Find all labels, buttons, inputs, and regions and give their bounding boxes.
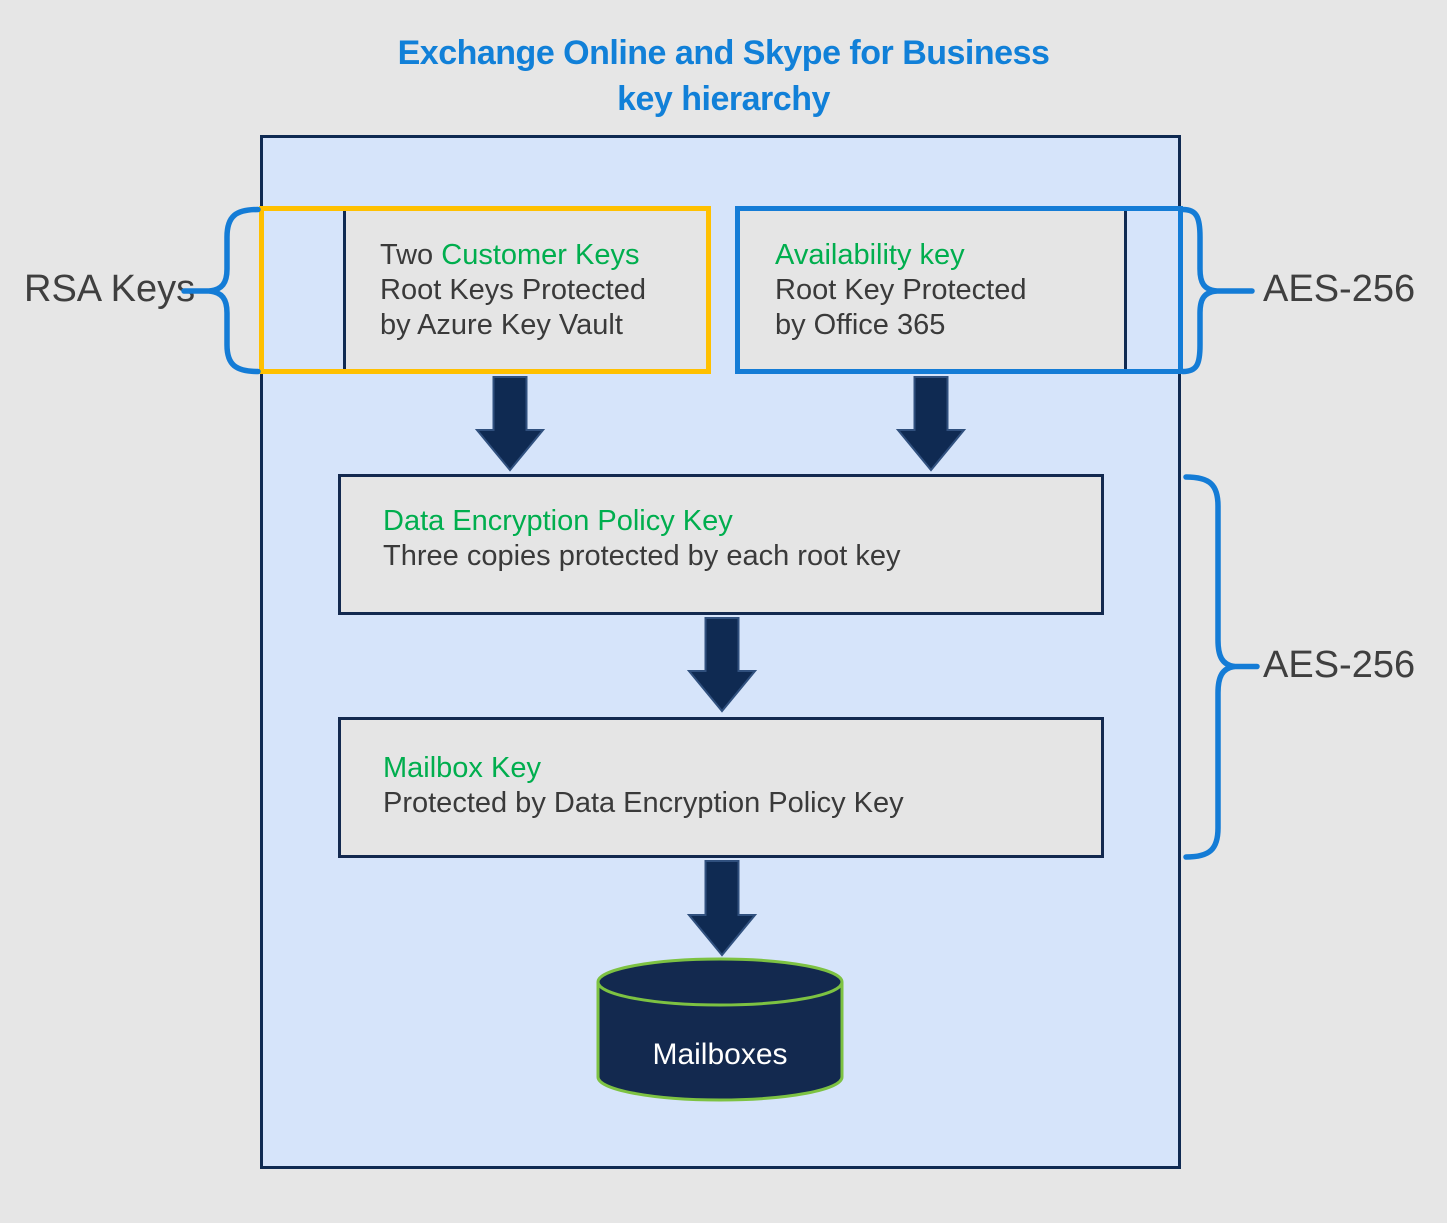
- customer-keys-box-strip: [264, 211, 343, 369]
- customer-keys-line3: by Azure Key Vault: [380, 309, 623, 341]
- mailbox-key-box: Mailbox Key Protected by Data Encryption…: [338, 717, 1104, 858]
- availability-key-box-text: Availability key Root Key Protected by O…: [775, 238, 1026, 343]
- aes-256-bottom-label: AES-256: [1263, 644, 1416, 686]
- aes-256-top-brace-icon: [1180, 206, 1255, 375]
- customer-keys-box-text: Two Customer Keys Root Keys Protected by…: [380, 238, 646, 343]
- rsa-keys-brace-icon: [181, 206, 261, 375]
- dep-key-line2: Three copies protected by each root key: [383, 540, 901, 572]
- data-encryption-policy-key-box: Data Encryption Policy Key Three copies …: [338, 474, 1104, 615]
- customer-keys-line1: Two Customer Keys: [380, 239, 640, 271]
- mailbox-key-line1: Mailbox Key: [383, 752, 541, 784]
- aes-256-bottom-brace-icon: [1183, 474, 1260, 860]
- availability-key-line1: Availability key: [775, 239, 965, 271]
- dep-key-box-text: Data Encryption Policy Key Three copies …: [383, 504, 900, 574]
- page-title-line1: Exchange Online and Skype for Business: [397, 34, 1050, 72]
- availability-key-box-divider: [1124, 211, 1127, 369]
- aes-256-top-label: AES-256: [1263, 268, 1416, 310]
- customer-keys-line2: Root Keys Protected: [380, 274, 646, 306]
- mailboxes-label: Mailboxes: [652, 1038, 788, 1071]
- availability-key-line3: by Office 365: [775, 309, 946, 341]
- page-title: Exchange Online and Skype for Business k…: [0, 30, 1447, 122]
- rsa-keys-label: RSA Keys: [24, 268, 196, 310]
- dep-key-line1: Data Encryption Policy Key: [383, 505, 733, 537]
- mailbox-key-box-text: Mailbox Key Protected by Data Encryption…: [383, 751, 904, 821]
- customer-keys-box-divider: [343, 211, 346, 369]
- page-title-line2: key hierarchy: [617, 80, 830, 118]
- mailbox-key-line2: Protected by Data Encryption Policy Key: [383, 787, 904, 819]
- availability-key-box-strip: [1127, 211, 1178, 369]
- availability-key-line2: Root Key Protected: [775, 274, 1027, 306]
- availability-key-box: Availability key Root Key Protected by O…: [735, 206, 1183, 374]
- customer-keys-box: Two Customer Keys Root Keys Protected by…: [259, 206, 711, 374]
